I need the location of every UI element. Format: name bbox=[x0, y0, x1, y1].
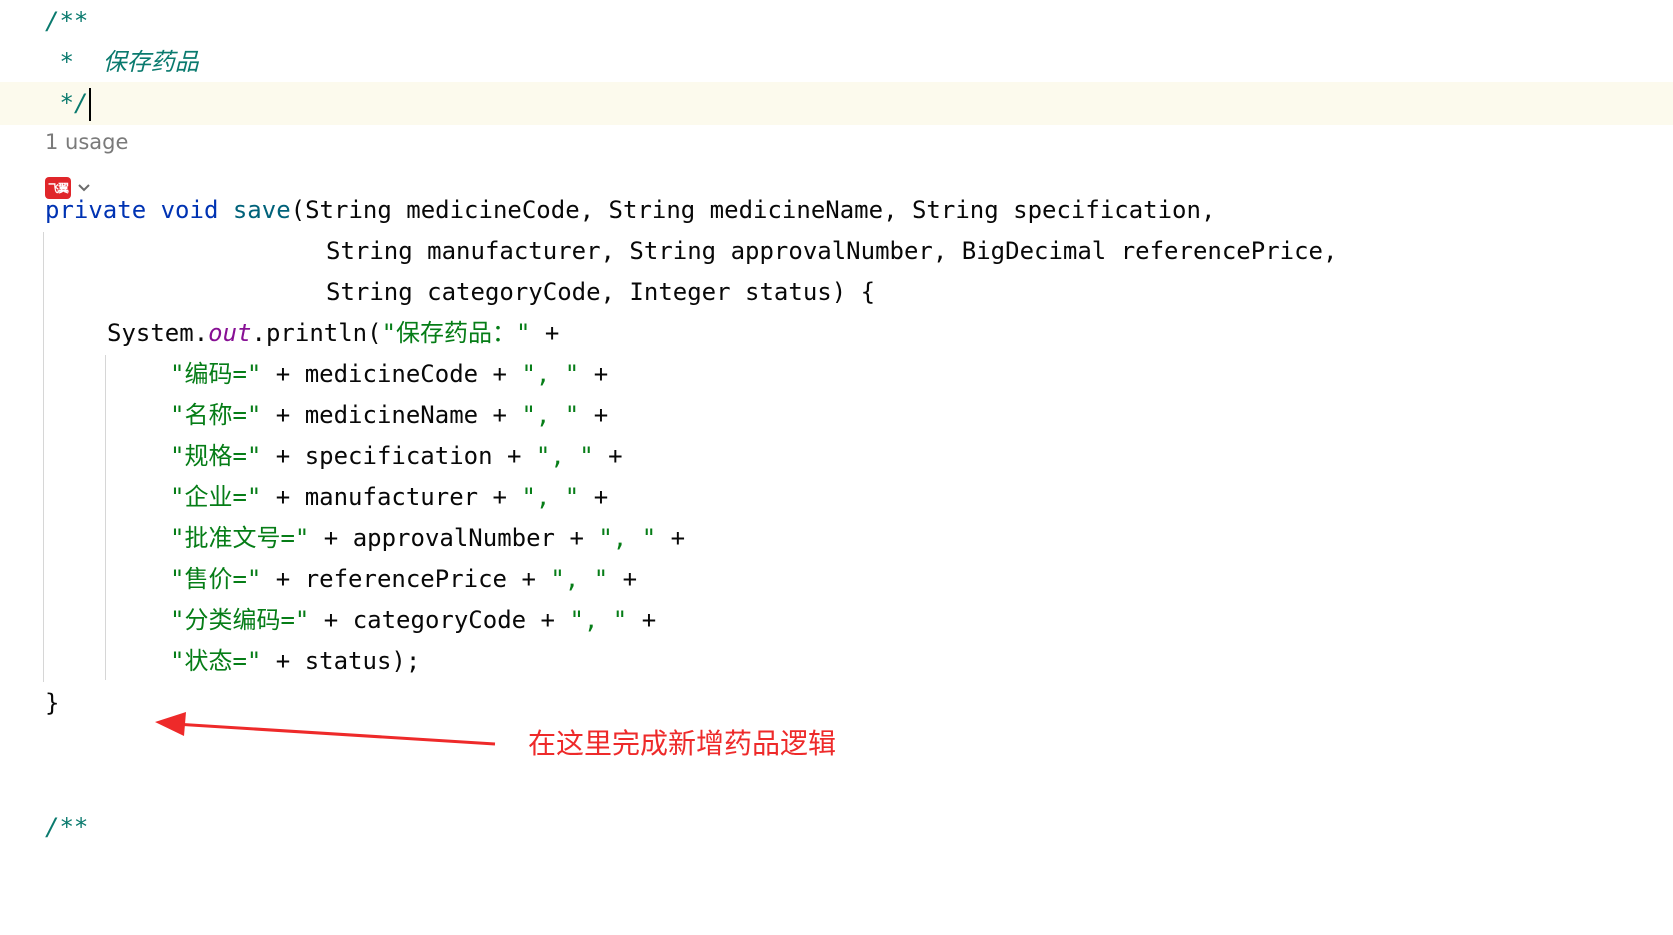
concat-expr: "规格=" + specification + ", " + bbox=[170, 435, 623, 478]
concat-string: "售价=" bbox=[170, 565, 262, 593]
concat-string: "企业=" bbox=[170, 483, 262, 511]
concat-string: "名称=" bbox=[170, 401, 262, 429]
code-line-3-current[interactable]: */ bbox=[0, 82, 1673, 125]
concat-tail: + bbox=[579, 401, 609, 429]
concat-var: + manufacturer + bbox=[261, 483, 522, 511]
concat-sep: ", " bbox=[569, 606, 628, 634]
indent-guide-outer bbox=[43, 232, 44, 682]
code-line-signature-2[interactable]: String manufacturer, String approvalNumb… bbox=[0, 230, 1673, 273]
concat-string: "编码=" bbox=[170, 360, 262, 388]
code-line-concat-2[interactable]: "名称=" + medicineName + ", " + bbox=[0, 394, 1673, 437]
keyword-void: void bbox=[160, 196, 219, 224]
annotation-arrow bbox=[155, 712, 496, 746]
concat-sep: ", " bbox=[521, 483, 580, 511]
println-call: .println( bbox=[251, 319, 382, 347]
params-3: String categoryCode, Integer status) { bbox=[326, 278, 876, 306]
code-line-signature-3[interactable]: String categoryCode, Integer status) { bbox=[0, 271, 1673, 314]
method-name: save bbox=[232, 196, 291, 224]
concat-var: + categoryCode + bbox=[309, 606, 570, 634]
params-2: String manufacturer, String approvalNumb… bbox=[326, 237, 1338, 265]
out-field: out bbox=[208, 319, 252, 347]
concat-sep: ", " bbox=[535, 442, 594, 470]
concat-expr: "企业=" + manufacturer + ", " + bbox=[170, 476, 608, 519]
doc-comment-close: */ bbox=[45, 89, 89, 117]
doc-comment-open: /** bbox=[45, 7, 89, 35]
concat-string: "规格=" bbox=[170, 442, 262, 470]
params-1: (String medicineCode, String medicineNam… bbox=[290, 196, 1216, 224]
concat-expr: "批准文号=" + approvalNumber + ", " + bbox=[170, 517, 685, 560]
code-line-concat-6[interactable]: "售价=" + referencePrice + ", " + bbox=[0, 558, 1673, 601]
concat-string: "状态=" bbox=[170, 647, 262, 675]
println-string: "保存药品：" bbox=[381, 319, 531, 347]
code-line-concat-7[interactable]: "分类编码=" + categoryCode + ", " + bbox=[0, 599, 1673, 642]
concat-tail: + bbox=[656, 524, 686, 552]
concat-sep: ", " bbox=[521, 360, 580, 388]
concat-tail: + bbox=[579, 483, 609, 511]
code-line-1[interactable]: /** bbox=[0, 0, 1673, 43]
concat-expr-last: "状态=" + status); bbox=[170, 640, 420, 683]
code-line-concat-5[interactable]: "批准文号=" + approvalNumber + ", " + bbox=[0, 517, 1673, 560]
println-tail: + bbox=[530, 319, 560, 347]
concat-sep: ", " bbox=[521, 401, 580, 429]
concat-tail: + status); bbox=[261, 647, 421, 675]
code-line-concat-last[interactable]: "状态=" + status); bbox=[0, 640, 1673, 683]
concat-expr: "分类编码=" + categoryCode + ", " + bbox=[170, 599, 656, 642]
code-line-concat-4[interactable]: "企业=" + manufacturer + ", " + bbox=[0, 476, 1673, 519]
author-avatar: 飞翼 bbox=[45, 177, 71, 199]
concat-var: + medicineName + bbox=[261, 401, 522, 429]
code-line-println[interactable]: System.out.println("保存药品：" + bbox=[0, 312, 1673, 355]
concat-expr: "编码=" + medicineCode + ", " + bbox=[170, 353, 608, 396]
code-line-2[interactable]: * 保存药品 bbox=[0, 41, 1673, 84]
concat-var: + approvalNumber + bbox=[309, 524, 599, 552]
concat-expr: "名称=" + medicineName + ", " + bbox=[170, 394, 608, 437]
doc-comment-close-wrap: */ bbox=[45, 82, 92, 125]
println-statement: System.out.println("保存药品：" + bbox=[107, 312, 559, 355]
concat-var: + referencePrice + bbox=[261, 565, 551, 593]
system-class: System. bbox=[107, 319, 209, 347]
code-line-close[interactable]: } bbox=[0, 682, 1673, 725]
concat-tail: + bbox=[627, 606, 657, 634]
concat-tail: + bbox=[579, 360, 609, 388]
concat-string: "批准文号=" bbox=[170, 524, 310, 552]
concat-sep: ", " bbox=[550, 565, 609, 593]
concat-var: + medicineCode + bbox=[261, 360, 522, 388]
code-line-signature-1[interactable]: private void save(String medicineCode, S… bbox=[0, 189, 1673, 232]
doc-comment-body: * 保存药品 bbox=[45, 48, 199, 76]
usage-inlay-hint[interactable]: 1 usage bbox=[45, 130, 129, 154]
concat-string: "分类编码=" bbox=[170, 606, 310, 634]
close-brace: } bbox=[45, 689, 60, 717]
annotation-label: 在这里完成新增药品逻辑 bbox=[528, 727, 837, 760]
concat-var: + specification + bbox=[261, 442, 536, 470]
signature-line-1: private void save(String medicineCode, S… bbox=[45, 189, 1215, 232]
concat-expr: "售价=" + referencePrice + ", " + bbox=[170, 558, 637, 601]
indent-guide-inner bbox=[105, 355, 106, 680]
keyword-private: private bbox=[45, 196, 147, 224]
author-inlay-hint[interactable]: 飞翼 bbox=[45, 176, 91, 200]
concat-sep: ", " bbox=[598, 524, 657, 552]
code-line-concat-1[interactable]: "编码=" + medicineCode + ", " + bbox=[0, 353, 1673, 396]
concat-tail: + bbox=[593, 442, 623, 470]
code-editor[interactable]: /** * 保存药品 */ 1 usage 飞翼 private void sa… bbox=[0, 0, 1673, 841]
code-line-concat-3[interactable]: "规格=" + specification + ", " + bbox=[0, 435, 1673, 478]
concat-tail: + bbox=[608, 565, 638, 593]
text-caret bbox=[89, 87, 92, 121]
chevron-down-icon[interactable] bbox=[77, 183, 91, 193]
